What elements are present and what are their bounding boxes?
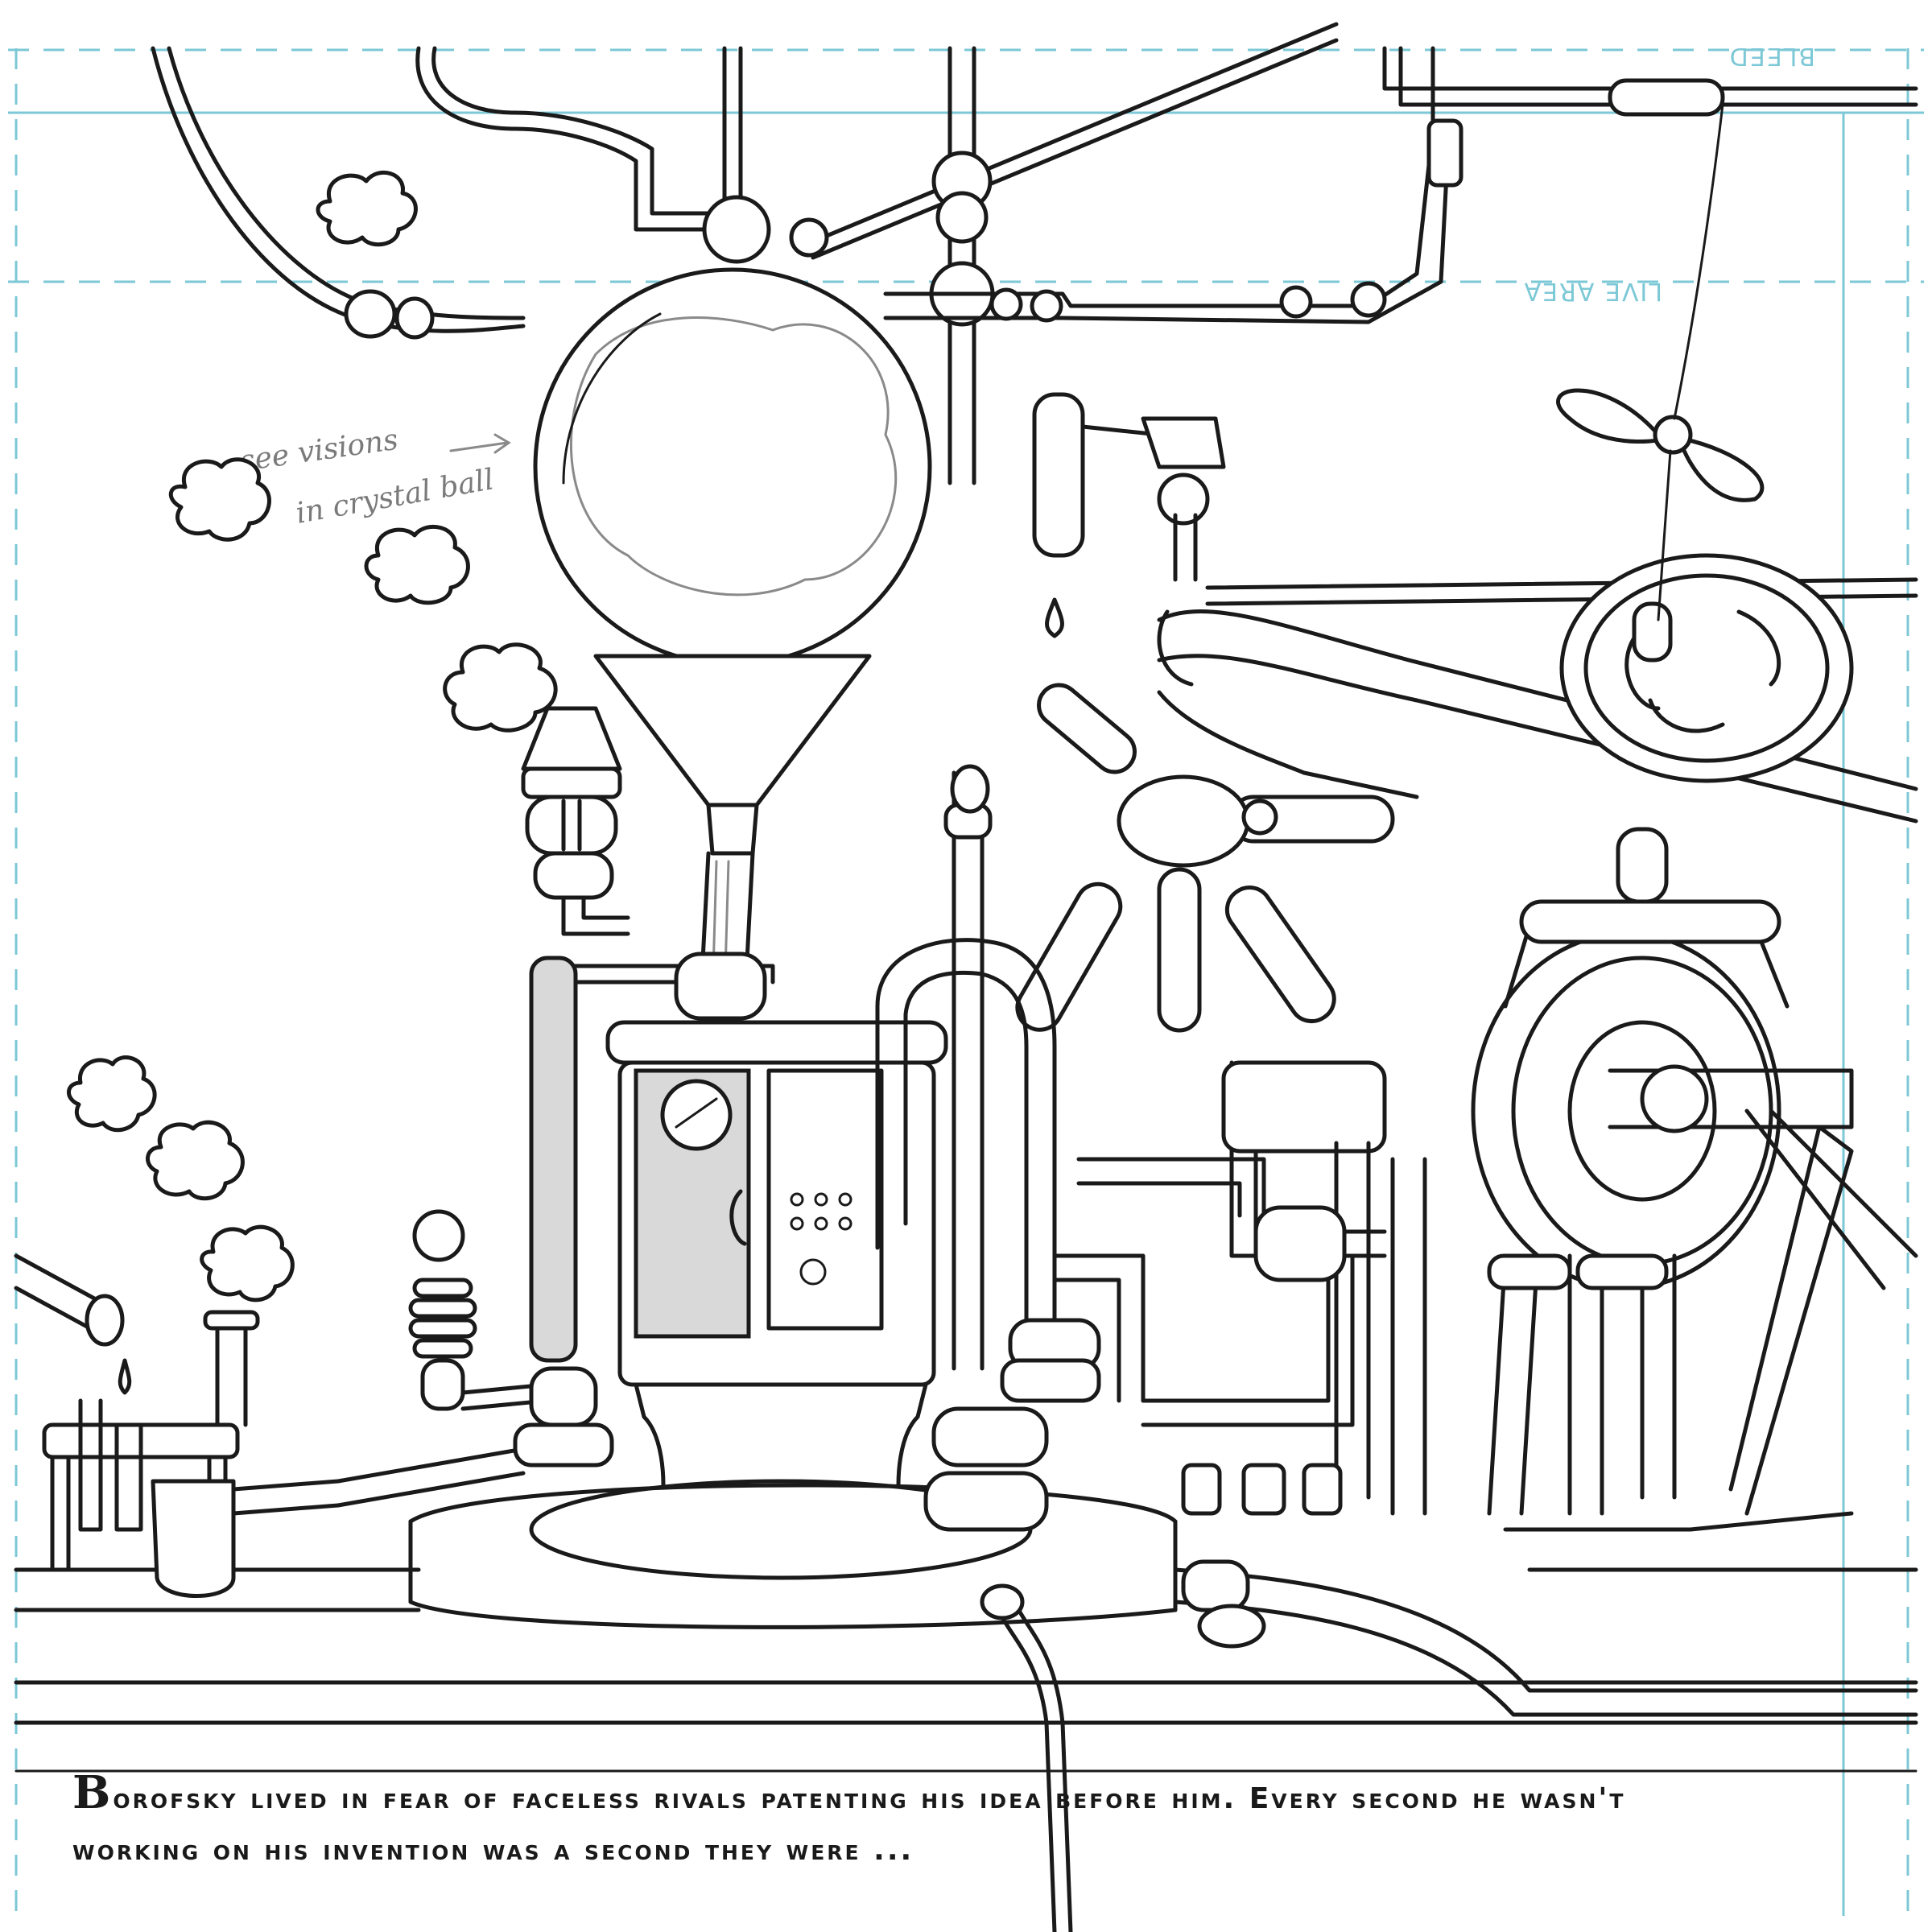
valve-top	[702, 195, 771, 264]
small-jars	[1181, 1463, 1343, 1516]
smoke-puff	[200, 1224, 295, 1302]
bench	[14, 1567, 1918, 1773]
water-drop	[1045, 597, 1064, 638]
dropper	[1032, 392, 1226, 638]
caption-box: Borofsky lived in fear of faceless rival…	[72, 1767, 1682, 1876]
margin-note-line2: in crystal ball	[293, 463, 496, 530]
caption-line-1: Borofsky lived in fear of faceless rival…	[72, 1767, 1682, 1825]
pencil-margin-note: see visions in crystal ball	[238, 423, 511, 530]
fan	[1556, 103, 1765, 621]
smoke-puffs	[67, 170, 558, 1302]
smoke-puff	[364, 524, 470, 605]
smoke-puff	[316, 170, 418, 247]
crystal-ball	[533, 267, 932, 667]
smoke-puff	[67, 1055, 157, 1133]
belt-drive	[1157, 553, 1918, 824]
mortar-bowl	[151, 1479, 236, 1598]
boiler-machine	[408, 952, 1178, 1629]
smoke-puff	[169, 457, 271, 542]
gauge-dial	[660, 1079, 733, 1151]
flywheel	[1471, 827, 1918, 1532]
pipe-coupling	[344, 289, 397, 339]
margin-note-line1: see visions	[238, 423, 400, 478]
lamp	[521, 706, 630, 936]
smoke-puff	[146, 1120, 245, 1201]
drop-cap: B	[72, 1766, 114, 1819]
smoke-puff	[443, 642, 558, 733]
bleed-label: BLEED	[1728, 42, 1815, 70]
power-cord	[980, 1559, 1266, 1932]
funnel	[593, 654, 872, 1009]
live-area-label: LIVE AREA	[1523, 277, 1662, 305]
u-pipes	[875, 764, 1427, 1532]
pulley-wheel	[1559, 553, 1854, 783]
overhead-pipes	[151, 22, 1918, 485]
caption-line-2: working on his invention was a second th…	[72, 1825, 1682, 1876]
test-tube-rack	[14, 1253, 526, 1598]
caption-text-2: working on his invention was a second th…	[72, 1834, 914, 1867]
caption-text-1: orofsky lived in fear of faceless rivals…	[113, 1782, 1626, 1815]
tube-wheel	[1015, 683, 1395, 1033]
coil-condenser	[408, 1209, 614, 1468]
